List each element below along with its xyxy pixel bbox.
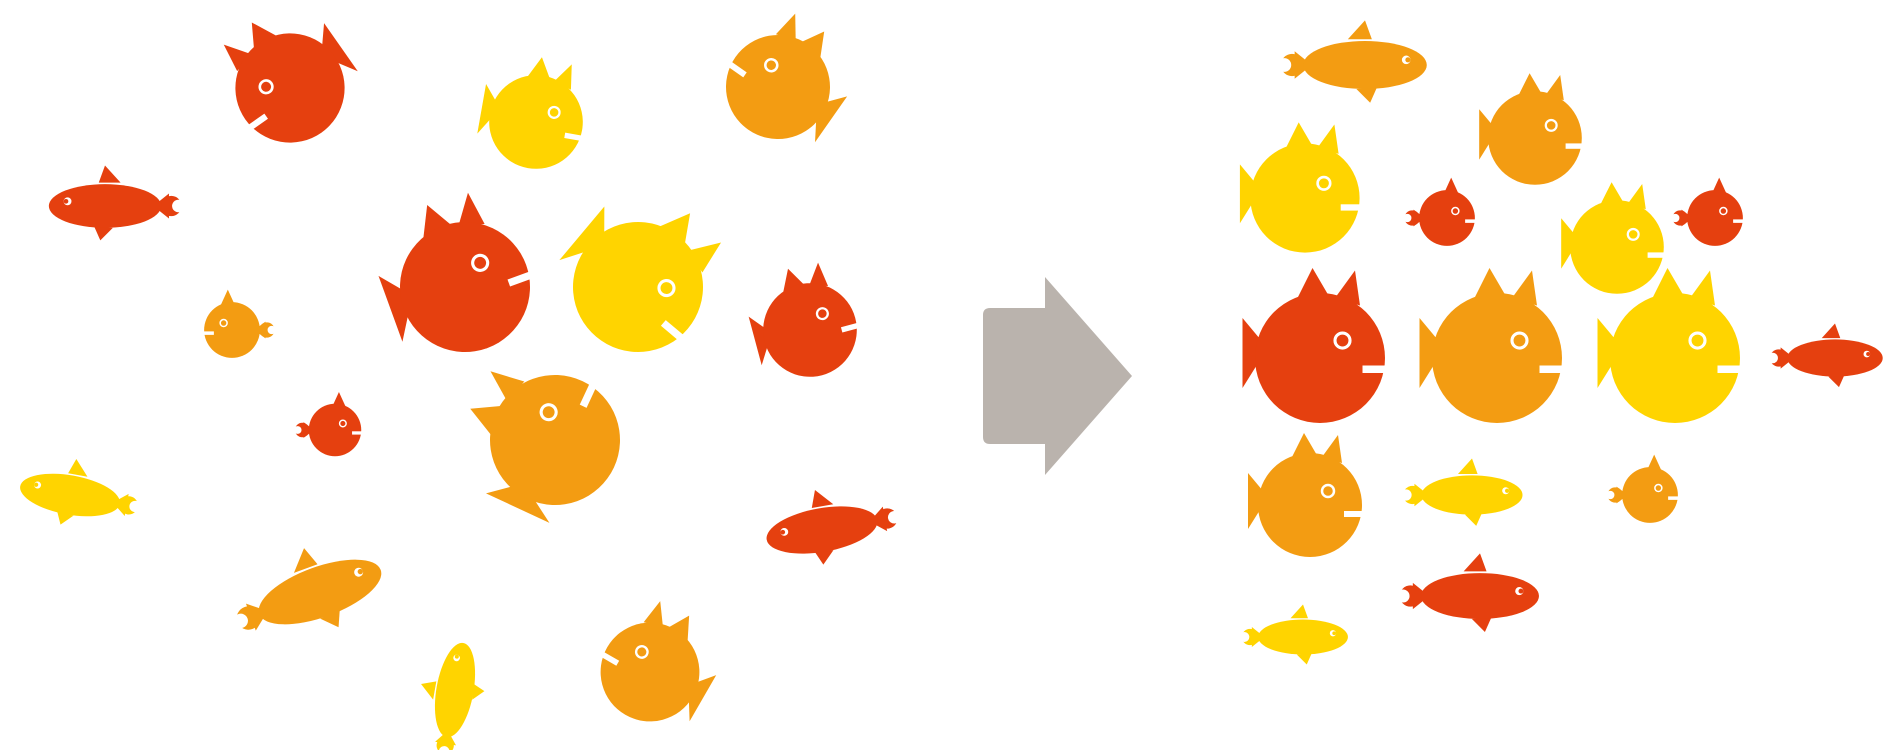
long-fish-icon bbox=[1239, 604, 1348, 665]
small-fish-icon bbox=[202, 289, 276, 358]
small-fish-icon bbox=[293, 391, 363, 457]
round-fish-icon bbox=[725, 13, 848, 143]
long-fish-icon bbox=[766, 490, 901, 565]
scattered-fish-group bbox=[20, 13, 901, 750]
round-fish-icon bbox=[559, 206, 722, 352]
long-fish-icon bbox=[1767, 323, 1883, 388]
long-fish-icon bbox=[421, 642, 485, 750]
long-fish-icon bbox=[48, 165, 185, 241]
small-fish-icon bbox=[1403, 177, 1477, 246]
long-fish-icon bbox=[1277, 20, 1427, 103]
round-fish-icon bbox=[378, 192, 536, 352]
round-fish-icon bbox=[1561, 182, 1668, 294]
round-fish-icon bbox=[1419, 268, 1567, 423]
round-fish-icon bbox=[748, 262, 862, 377]
small-fish-icon bbox=[1606, 454, 1680, 523]
round-fish-icon bbox=[1242, 268, 1390, 423]
round-fish-icon bbox=[470, 371, 620, 523]
round-fish-icon bbox=[1597, 268, 1745, 423]
long-fish-icon bbox=[1400, 458, 1523, 526]
aligned-fish-group bbox=[1239, 20, 1883, 665]
long-fish-icon bbox=[233, 548, 382, 631]
long-fish-icon bbox=[1396, 553, 1539, 633]
round-fish-icon bbox=[1479, 73, 1586, 185]
round-fish-icon bbox=[477, 57, 585, 169]
round-fish-icon bbox=[1239, 122, 1364, 253]
right-arrow-icon bbox=[983, 277, 1132, 475]
long-fish-icon bbox=[20, 459, 141, 525]
round-fish-icon bbox=[223, 22, 358, 143]
round-fish-icon bbox=[598, 601, 717, 722]
small-fish-icon bbox=[1671, 177, 1745, 246]
round-fish-icon bbox=[1248, 433, 1366, 557]
